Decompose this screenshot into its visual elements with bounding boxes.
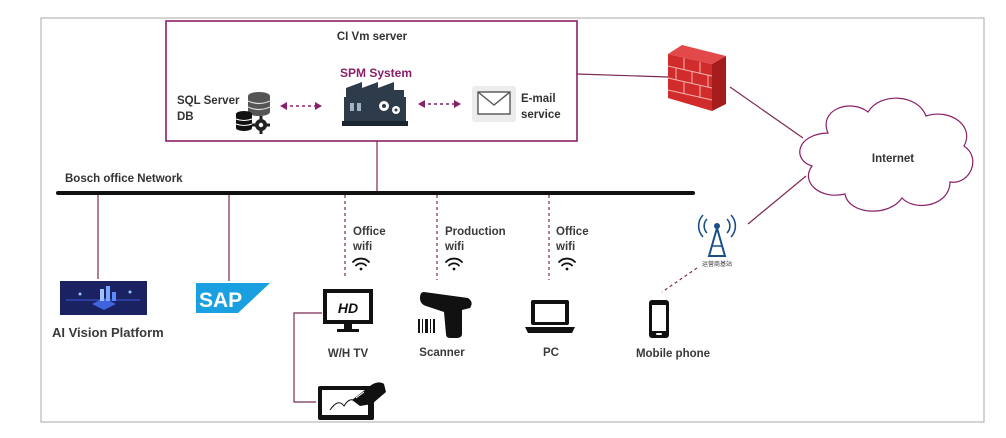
laptop-icon [525,300,575,333]
tv-monitor-icon: HD [323,289,373,332]
internet-tower-link [747,175,807,225]
server-firewall-link [576,73,669,78]
sap-logo: SAP [196,283,270,313]
wh-tv-label: W/H TV [328,348,369,360]
database-icon [235,92,271,131]
gear-icon [252,116,270,134]
pc-wifi-line2: wifi [555,241,575,253]
ai-vision-platform-image [60,281,147,315]
mobile-phone-icon [649,300,669,338]
envelope-icon [472,86,516,122]
cell-tower-icon [697,214,737,257]
sql-spm-link [280,102,322,110]
internet-label: Internet [872,153,914,165]
email-label-line1: E-mail [521,93,556,105]
internet-cloud-icon [799,97,974,212]
scanner-wifi-line2: wifi [444,241,464,253]
tv-tablet-link [293,312,322,403]
wifi-icon [558,257,576,271]
scanner-label: Scanner [419,347,465,359]
barcode-scanner-icon [418,292,472,338]
ai-vision-platform-label: AI Vision Platform [52,325,164,340]
firewall-internet-link [729,86,804,139]
sql-server-label-line2: DB [177,111,194,123]
email-label-line2: service [521,109,561,121]
pc-label: PC [543,347,559,359]
tower-caption: 运营商基站 [702,260,732,268]
tablet-touch-icon [318,382,386,420]
wifi-icon [445,257,463,271]
wh-tv-wifi-line2: wifi [352,241,372,253]
wh-tv-wifi-line1: Office [353,226,386,238]
sap-logo-text: SAP [199,289,242,312]
tower-mobile-link [661,267,698,293]
mobile-phone-label: Mobile phone [636,348,710,360]
sql-server-label-line1: SQL Server [177,95,240,107]
wifi-icon [352,257,370,271]
pc-wifi-line1: Office [556,226,589,238]
server-title: CI Vm server [337,31,408,43]
scanner-wifi-line1: Production [445,226,506,238]
network-label: Bosch office Network [65,173,183,185]
spm-system-label: SPM System [340,66,412,80]
firewall-icon [667,45,726,111]
tv-screen-text: HD [338,300,358,316]
spm-email-link [418,100,461,108]
factory-icon [342,82,408,126]
outer-frame [40,17,985,423]
